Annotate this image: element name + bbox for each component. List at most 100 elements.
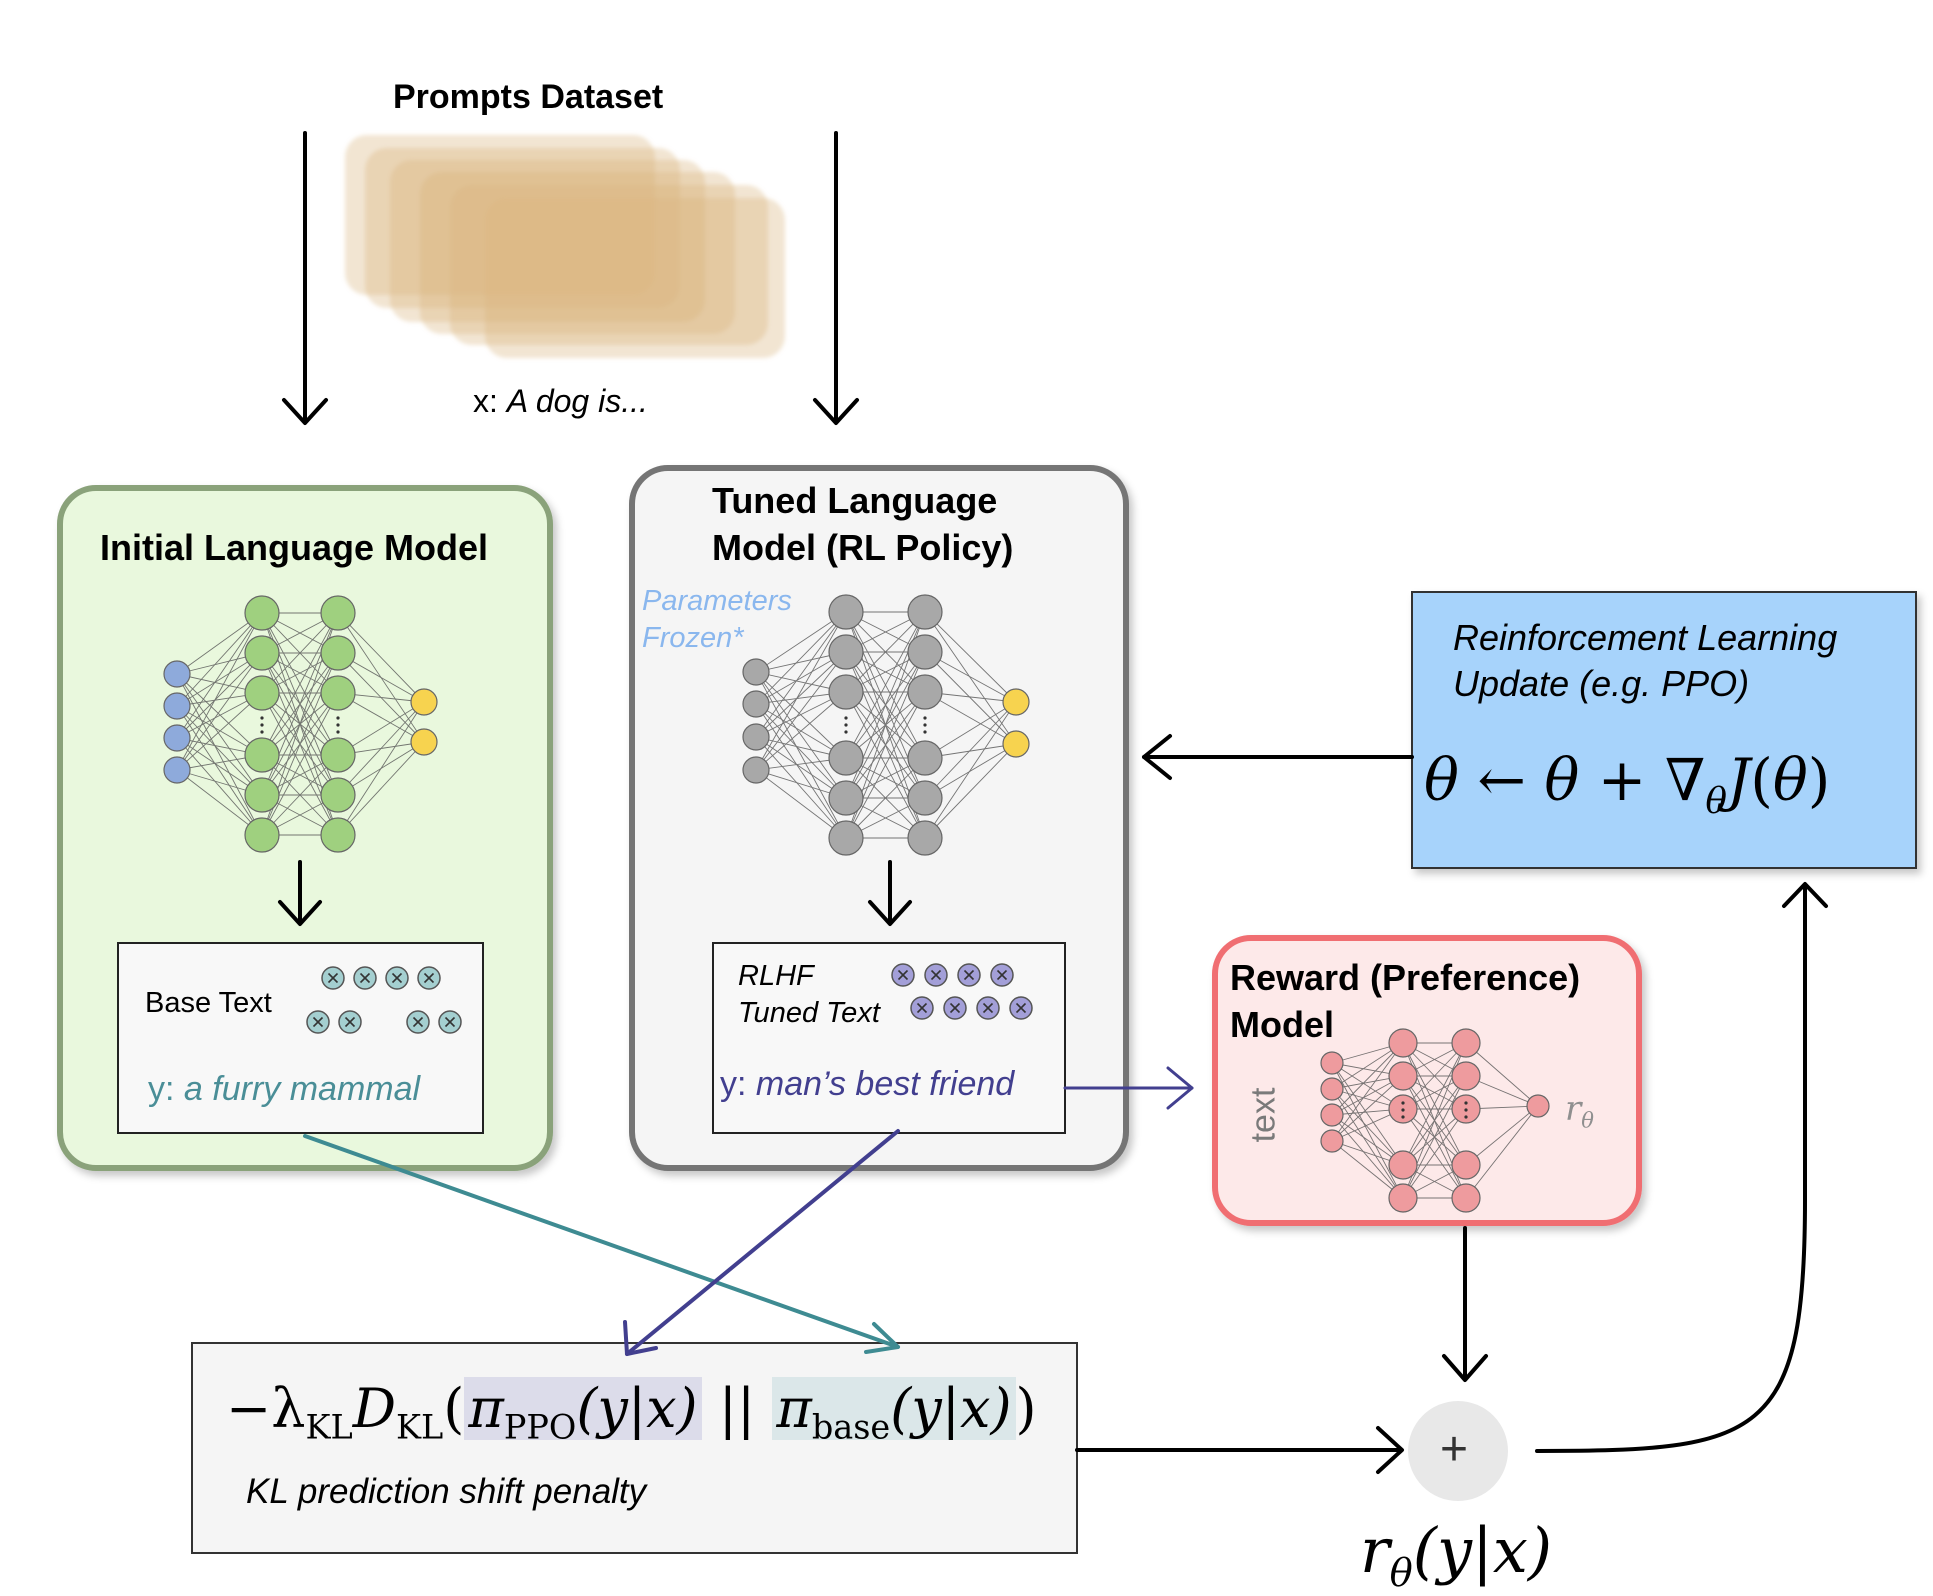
network-node	[244, 777, 280, 813]
base-output: y: a furry mammal	[148, 1070, 420, 1109]
network-node	[907, 594, 943, 630]
prompt-prefix: x:	[473, 383, 498, 419]
token-circles	[306, 963, 1033, 1034]
base-token	[406, 1010, 430, 1034]
tuned-model-title-2: Model (RL Policy)	[712, 527, 1014, 568]
network-node	[1320, 1051, 1344, 1075]
ellipsis-dot	[923, 723, 927, 727]
rl-update-box	[1411, 591, 1917, 869]
network-node	[244, 817, 280, 853]
network-node	[1526, 1094, 1550, 1118]
ellipsis-dot	[1464, 1108, 1468, 1112]
frozen-label-2: Frozen*	[642, 622, 744, 654]
base-token	[321, 966, 345, 990]
tuned-token	[957, 963, 981, 987]
prompt-dataset-stack	[345, 135, 785, 358]
model-output-arrows	[278, 860, 912, 926]
tuned-model-network	[742, 594, 1030, 856]
network-node	[907, 674, 943, 710]
ellipsis-dot	[1401, 1101, 1405, 1105]
network-node	[320, 635, 356, 671]
tuned-output: y: man’s best friend	[720, 1065, 1014, 1104]
dataset-title: Prompts Dataset	[393, 78, 664, 116]
base-token	[338, 1010, 362, 1034]
network-node	[907, 820, 943, 856]
network-node	[828, 674, 864, 710]
base-output-text: a furry mammal	[183, 1070, 421, 1108]
prompt-example: x: A dog is...	[473, 383, 648, 420]
network-node	[1451, 1028, 1481, 1058]
ellipsis-dot	[923, 716, 927, 720]
reward-to-sum-arrow	[1442, 1226, 1488, 1382]
base-policy-term: πbase(y|x)	[772, 1377, 1016, 1446]
network-node	[1451, 1183, 1481, 1213]
reward-model-title-2: Model	[1230, 1004, 1334, 1045]
network-node	[163, 660, 191, 688]
network-node	[244, 595, 280, 631]
network-node	[828, 634, 864, 670]
kl-caption: KL prediction shift penalty	[246, 1472, 647, 1511]
network-node	[320, 595, 356, 631]
network-node	[163, 692, 191, 720]
dataset-arrows	[282, 131, 859, 425]
ellipsis-dot	[1464, 1101, 1468, 1105]
network-node	[1451, 1061, 1481, 1091]
network-node	[742, 756, 770, 784]
base-token	[385, 966, 409, 990]
ellipsis-dot	[260, 730, 264, 734]
sum-node	[1408, 1401, 1508, 1501]
tuned-to-kl-arrow	[623, 1129, 900, 1356]
tuned-token	[1009, 996, 1033, 1020]
network-node	[907, 740, 943, 776]
reward-model-title-1: Reward (Preference)	[1230, 957, 1581, 998]
network-node	[742, 658, 770, 686]
initial-model-network	[163, 595, 438, 853]
ellipsis-dot	[1464, 1115, 1468, 1119]
ellipsis-dot	[336, 730, 340, 734]
ellipsis-dot	[844, 730, 848, 734]
ellipsis-dot	[1401, 1108, 1405, 1112]
network-node	[1388, 1061, 1418, 1091]
network-node	[1002, 688, 1030, 716]
network-node	[907, 780, 943, 816]
network-node	[244, 635, 280, 671]
kl-penalty-box	[191, 1342, 1078, 1554]
reward-function-label: rθ(y|x)	[1360, 1514, 1553, 1596]
ellipsis-dot	[260, 716, 264, 720]
rl-update-equation: θ ← θ + ∇θJ(θ)	[1424, 746, 1831, 822]
reward-model-network	[1320, 1028, 1550, 1213]
tuned-token	[910, 996, 934, 1020]
network-node	[163, 756, 191, 784]
tuned-token	[990, 963, 1014, 987]
tuned-token	[891, 963, 915, 987]
network-node	[320, 817, 356, 853]
ellipsis-dot	[336, 716, 340, 720]
tuned-output-prefix: y:	[720, 1065, 747, 1103]
network-node	[1320, 1103, 1344, 1127]
neural-networks	[163, 594, 1550, 1213]
kl-to-sum-arrow	[1075, 1426, 1404, 1474]
tuned-text-label-2: Tuned Text	[738, 997, 880, 1029]
network-node	[163, 724, 191, 752]
rl-update-line-2: Update (e.g. PPO)	[1453, 663, 1750, 704]
network-node	[1451, 1150, 1481, 1180]
base-to-kl-arrow	[303, 1134, 900, 1354]
network-node	[742, 690, 770, 718]
tuned-token	[924, 963, 948, 987]
network-node	[320, 737, 356, 773]
prompt-card	[485, 198, 785, 358]
network-node	[1388, 1028, 1418, 1058]
network-node	[410, 728, 438, 756]
network-node	[244, 675, 280, 711]
rl-update-line-1: Reinforcement Learning	[1453, 617, 1838, 658]
sum-to-update-arrow	[1535, 882, 1828, 1453]
ellipsis-dot	[1401, 1115, 1405, 1119]
tuned-to-reward-arrow	[1063, 1066, 1194, 1110]
ppo-policy-term: πPPO(y|x)	[464, 1377, 702, 1446]
network-node	[1002, 730, 1030, 758]
base-output-prefix: y:	[148, 1070, 175, 1108]
ellipsis-dot	[844, 716, 848, 720]
initial-model-title: Initial Language Model	[100, 527, 489, 568]
base-token	[353, 966, 377, 990]
